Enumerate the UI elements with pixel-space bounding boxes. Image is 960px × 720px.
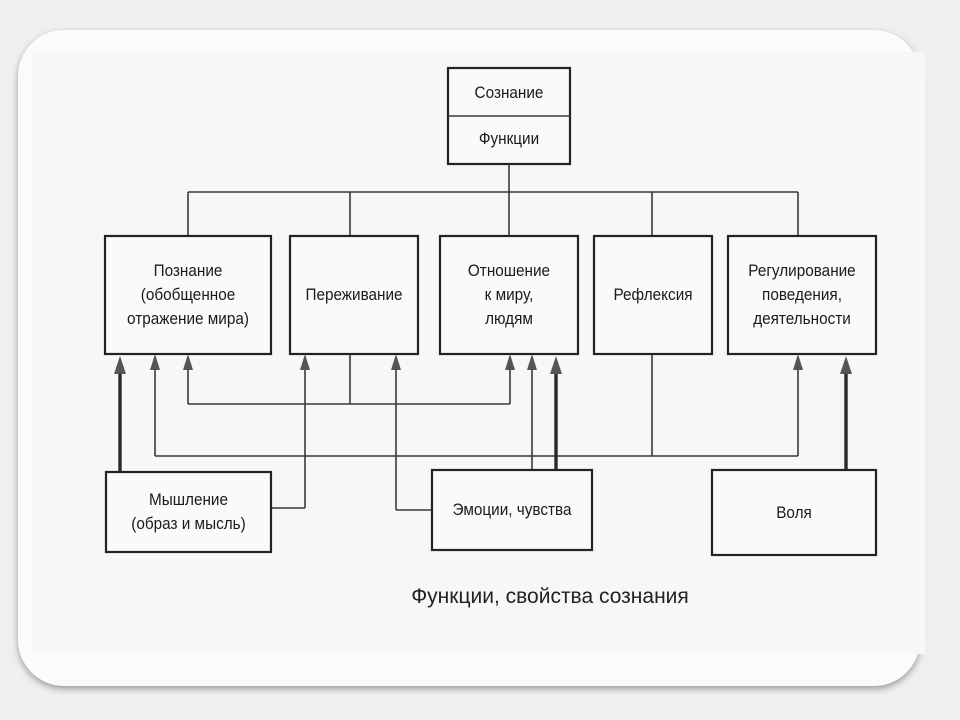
source-label-will: Воля bbox=[776, 502, 812, 522]
source-box-will bbox=[710, 468, 878, 557]
function-box-regulation bbox=[726, 234, 878, 356]
source-label-thinking: Мышление (образ и мысль) bbox=[131, 490, 246, 533]
function-box-attitude bbox=[438, 234, 580, 356]
root-title: Сознание bbox=[474, 83, 544, 102]
arrowhead-thinking-cognition bbox=[114, 356, 126, 374]
arrowhead-emotions-experience bbox=[391, 354, 401, 370]
root-subtitle: Функции bbox=[478, 129, 540, 148]
arrowhead-feedback-regulation bbox=[793, 354, 803, 370]
arrowhead-emotions-attitude bbox=[527, 354, 537, 370]
arrowhead-emotions-attitude-bold bbox=[550, 356, 562, 374]
function-label-reflection: Рефлексия bbox=[613, 285, 693, 304]
arrowhead-cognition-loop bbox=[183, 354, 193, 370]
function-label-attitude: Отношение к миру, людям bbox=[467, 261, 551, 328]
source-label-emotions: Эмоции, чувства bbox=[452, 500, 572, 519]
arrowhead-will-regulation bbox=[840, 356, 852, 374]
function-box-experience bbox=[288, 234, 420, 356]
arrowhead-attitude-loop bbox=[505, 354, 515, 370]
function-label-experience: Переживание bbox=[305, 285, 403, 304]
arrowhead-thinking-experience bbox=[300, 354, 310, 370]
figure-caption: Функции, свойства сознания bbox=[411, 585, 689, 608]
function-box-reflection bbox=[592, 234, 714, 356]
source-box-emotions bbox=[430, 468, 594, 552]
function-label-cognition: Познание (обобщенное отражение мира) bbox=[127, 261, 249, 328]
arrowhead-feedback-cognition bbox=[150, 354, 160, 370]
function-box-cognition bbox=[103, 234, 273, 356]
function-label-regulation: Регулирование поведения, деятельности bbox=[748, 261, 856, 328]
source-box-thinking bbox=[104, 470, 273, 554]
